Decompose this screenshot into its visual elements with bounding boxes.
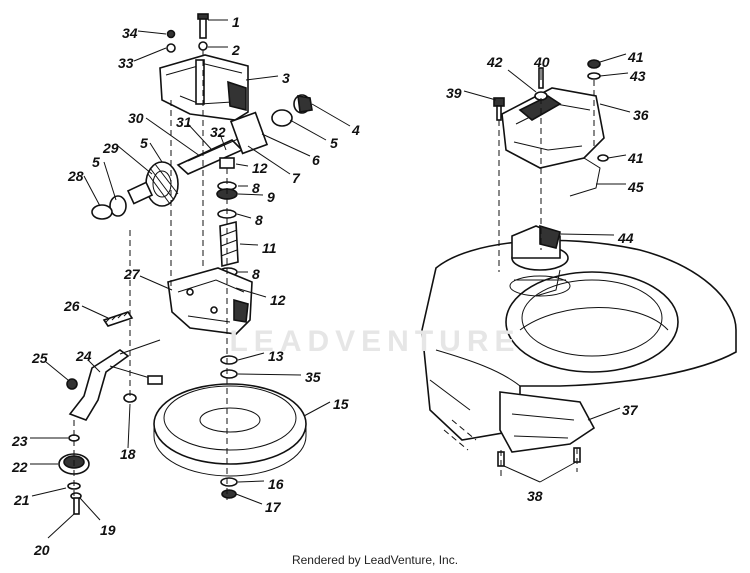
callout-8: 8 xyxy=(252,180,260,196)
callout-21: 21 xyxy=(13,492,30,508)
callout-11: 11 xyxy=(262,240,277,256)
callout-5: 5 xyxy=(92,154,100,170)
callout-16: 16 xyxy=(268,476,284,492)
callout-37: 37 xyxy=(622,402,639,418)
callout-34: 34 xyxy=(122,25,138,41)
callout-12: 12 xyxy=(252,160,268,176)
callout-23: 23 xyxy=(11,433,28,449)
callout-18: 18 xyxy=(120,446,136,462)
callout-1: 1 xyxy=(232,14,240,30)
callout-9: 9 xyxy=(267,189,275,205)
mower-deck xyxy=(421,239,737,451)
callout-12: 12 xyxy=(270,292,286,308)
callout-22: 22 xyxy=(11,459,28,475)
callout-35: 35 xyxy=(305,369,321,385)
callout-13: 13 xyxy=(268,348,284,364)
callout-24: 24 xyxy=(75,348,92,364)
callout-7: 7 xyxy=(292,170,301,186)
watermark: LEADVENTURE xyxy=(229,325,521,358)
callout-6: 6 xyxy=(312,152,320,168)
input-shaft-and-gear xyxy=(91,138,244,220)
callout-17: 17 xyxy=(265,499,282,515)
callout-36: 36 xyxy=(633,107,649,123)
callout-4: 4 xyxy=(351,122,360,138)
callout-5: 5 xyxy=(330,135,338,151)
callout-42: 42 xyxy=(486,54,503,70)
callout-31: 31 xyxy=(176,114,192,130)
callout-8: 8 xyxy=(252,266,260,282)
callout-44: 44 xyxy=(617,230,634,246)
callout-41: 41 xyxy=(627,150,644,166)
leader-lines xyxy=(30,19,631,539)
callout-43: 43 xyxy=(629,68,646,84)
footer-credit: Rendered by LeadVenture, Inc. xyxy=(291,553,459,567)
callout-15: 15 xyxy=(333,396,349,412)
callout-28: 28 xyxy=(67,168,84,184)
discharge-chute-deflector xyxy=(497,391,596,467)
bolt-top xyxy=(166,13,209,53)
callout-3: 3 xyxy=(282,70,290,86)
callout-26: 26 xyxy=(63,298,80,314)
callout-30: 30 xyxy=(128,110,144,126)
callout-8: 8 xyxy=(255,212,263,228)
callout-5: 5 xyxy=(140,135,148,151)
callout-33: 33 xyxy=(118,55,134,71)
callout-38: 38 xyxy=(527,488,543,504)
callout-20: 20 xyxy=(33,542,50,558)
gear-case-cover xyxy=(159,54,249,121)
seal-washer-right xyxy=(229,94,313,155)
callout-40: 40 xyxy=(533,54,550,70)
callout-45: 45 xyxy=(627,179,644,195)
callout-27: 27 xyxy=(123,266,141,282)
callout-2: 2 xyxy=(231,42,240,58)
callout-29: 29 xyxy=(102,140,119,156)
gear-case-housing xyxy=(167,267,253,335)
callout-19: 19 xyxy=(100,522,116,538)
callout-39: 39 xyxy=(446,85,462,101)
engine-pulley-spindle xyxy=(509,224,571,297)
drive-pulley xyxy=(153,355,307,499)
idler-bracket xyxy=(66,311,163,421)
callout-25: 25 xyxy=(31,350,48,366)
belt-cover xyxy=(501,87,605,197)
callout-32: 32 xyxy=(210,124,226,140)
callout-41: 41 xyxy=(627,49,644,65)
